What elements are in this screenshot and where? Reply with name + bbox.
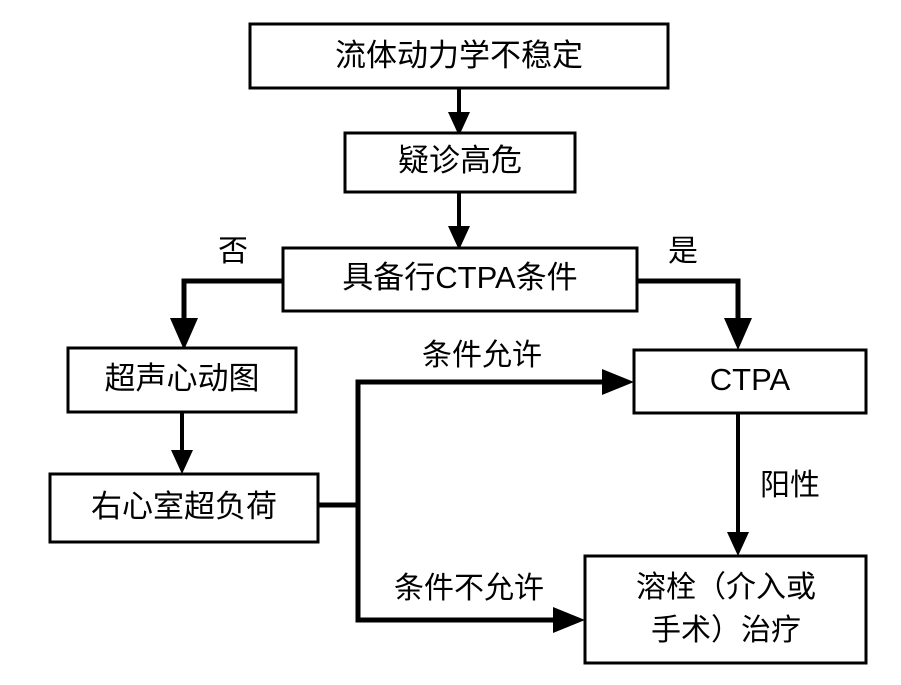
node-label-hemodynamic-instability: 流体动力学不稳定 bbox=[335, 38, 583, 73]
edge-instability-to-highrisk bbox=[448, 88, 470, 136]
node-echocardiography[interactable]: 超声心动图 bbox=[66, 346, 298, 414]
edge-label-conditions-not-allow: 条件不允许 bbox=[394, 572, 544, 605]
node-ctpa[interactable]: CTPA bbox=[632, 348, 868, 415]
edge-echo-to-rvoverload bbox=[171, 412, 193, 474]
edge-decision-to-ctpa bbox=[637, 278, 752, 350]
node-label-thrombolysis-treatment-line2: 手术）治疗 bbox=[651, 614, 801, 647]
node-label-ctpa-eligible-decision: 具备行CTPA条件 bbox=[342, 260, 577, 295]
node-suspected-high-risk[interactable]: 疑诊高危 bbox=[343, 131, 577, 194]
edge-label-yes: 是 bbox=[668, 235, 698, 268]
node-label-echocardiography: 超声心动图 bbox=[105, 361, 260, 396]
edge-label-conditions-allow: 条件允许 bbox=[422, 339, 542, 372]
edge-highrisk-to-decision bbox=[448, 192, 470, 250]
edge-label-positive: 阳性 bbox=[760, 469, 820, 502]
node-label-thrombolysis-treatment-line1: 溶栓（介入或 bbox=[636, 571, 816, 604]
node-label-rv-overload: 右心室超负荷 bbox=[91, 489, 277, 524]
node-rv-overload[interactable]: 右心室超负荷 bbox=[48, 472, 320, 544]
edge-rvoverload-to-ctpa bbox=[318, 369, 634, 508]
edge-decision-to-echo bbox=[170, 278, 283, 350]
node-label-suspected-high-risk: 疑诊高危 bbox=[398, 143, 522, 178]
node-label-ctpa: CTPA bbox=[710, 362, 791, 397]
node-hemodynamic-instability[interactable]: 流体动力学不稳定 bbox=[248, 22, 670, 90]
edge-rvoverload-to-treatment bbox=[355, 505, 585, 633]
edge-ctpa-to-treatment bbox=[727, 413, 749, 556]
node-thrombolysis-treatment[interactable]: 溶栓（介入或 手术）治疗 bbox=[583, 554, 868, 665]
node-ctpa-eligible-decision[interactable]: 具备行CTPA条件 bbox=[281, 246, 639, 313]
edge-label-no: 否 bbox=[218, 235, 248, 268]
